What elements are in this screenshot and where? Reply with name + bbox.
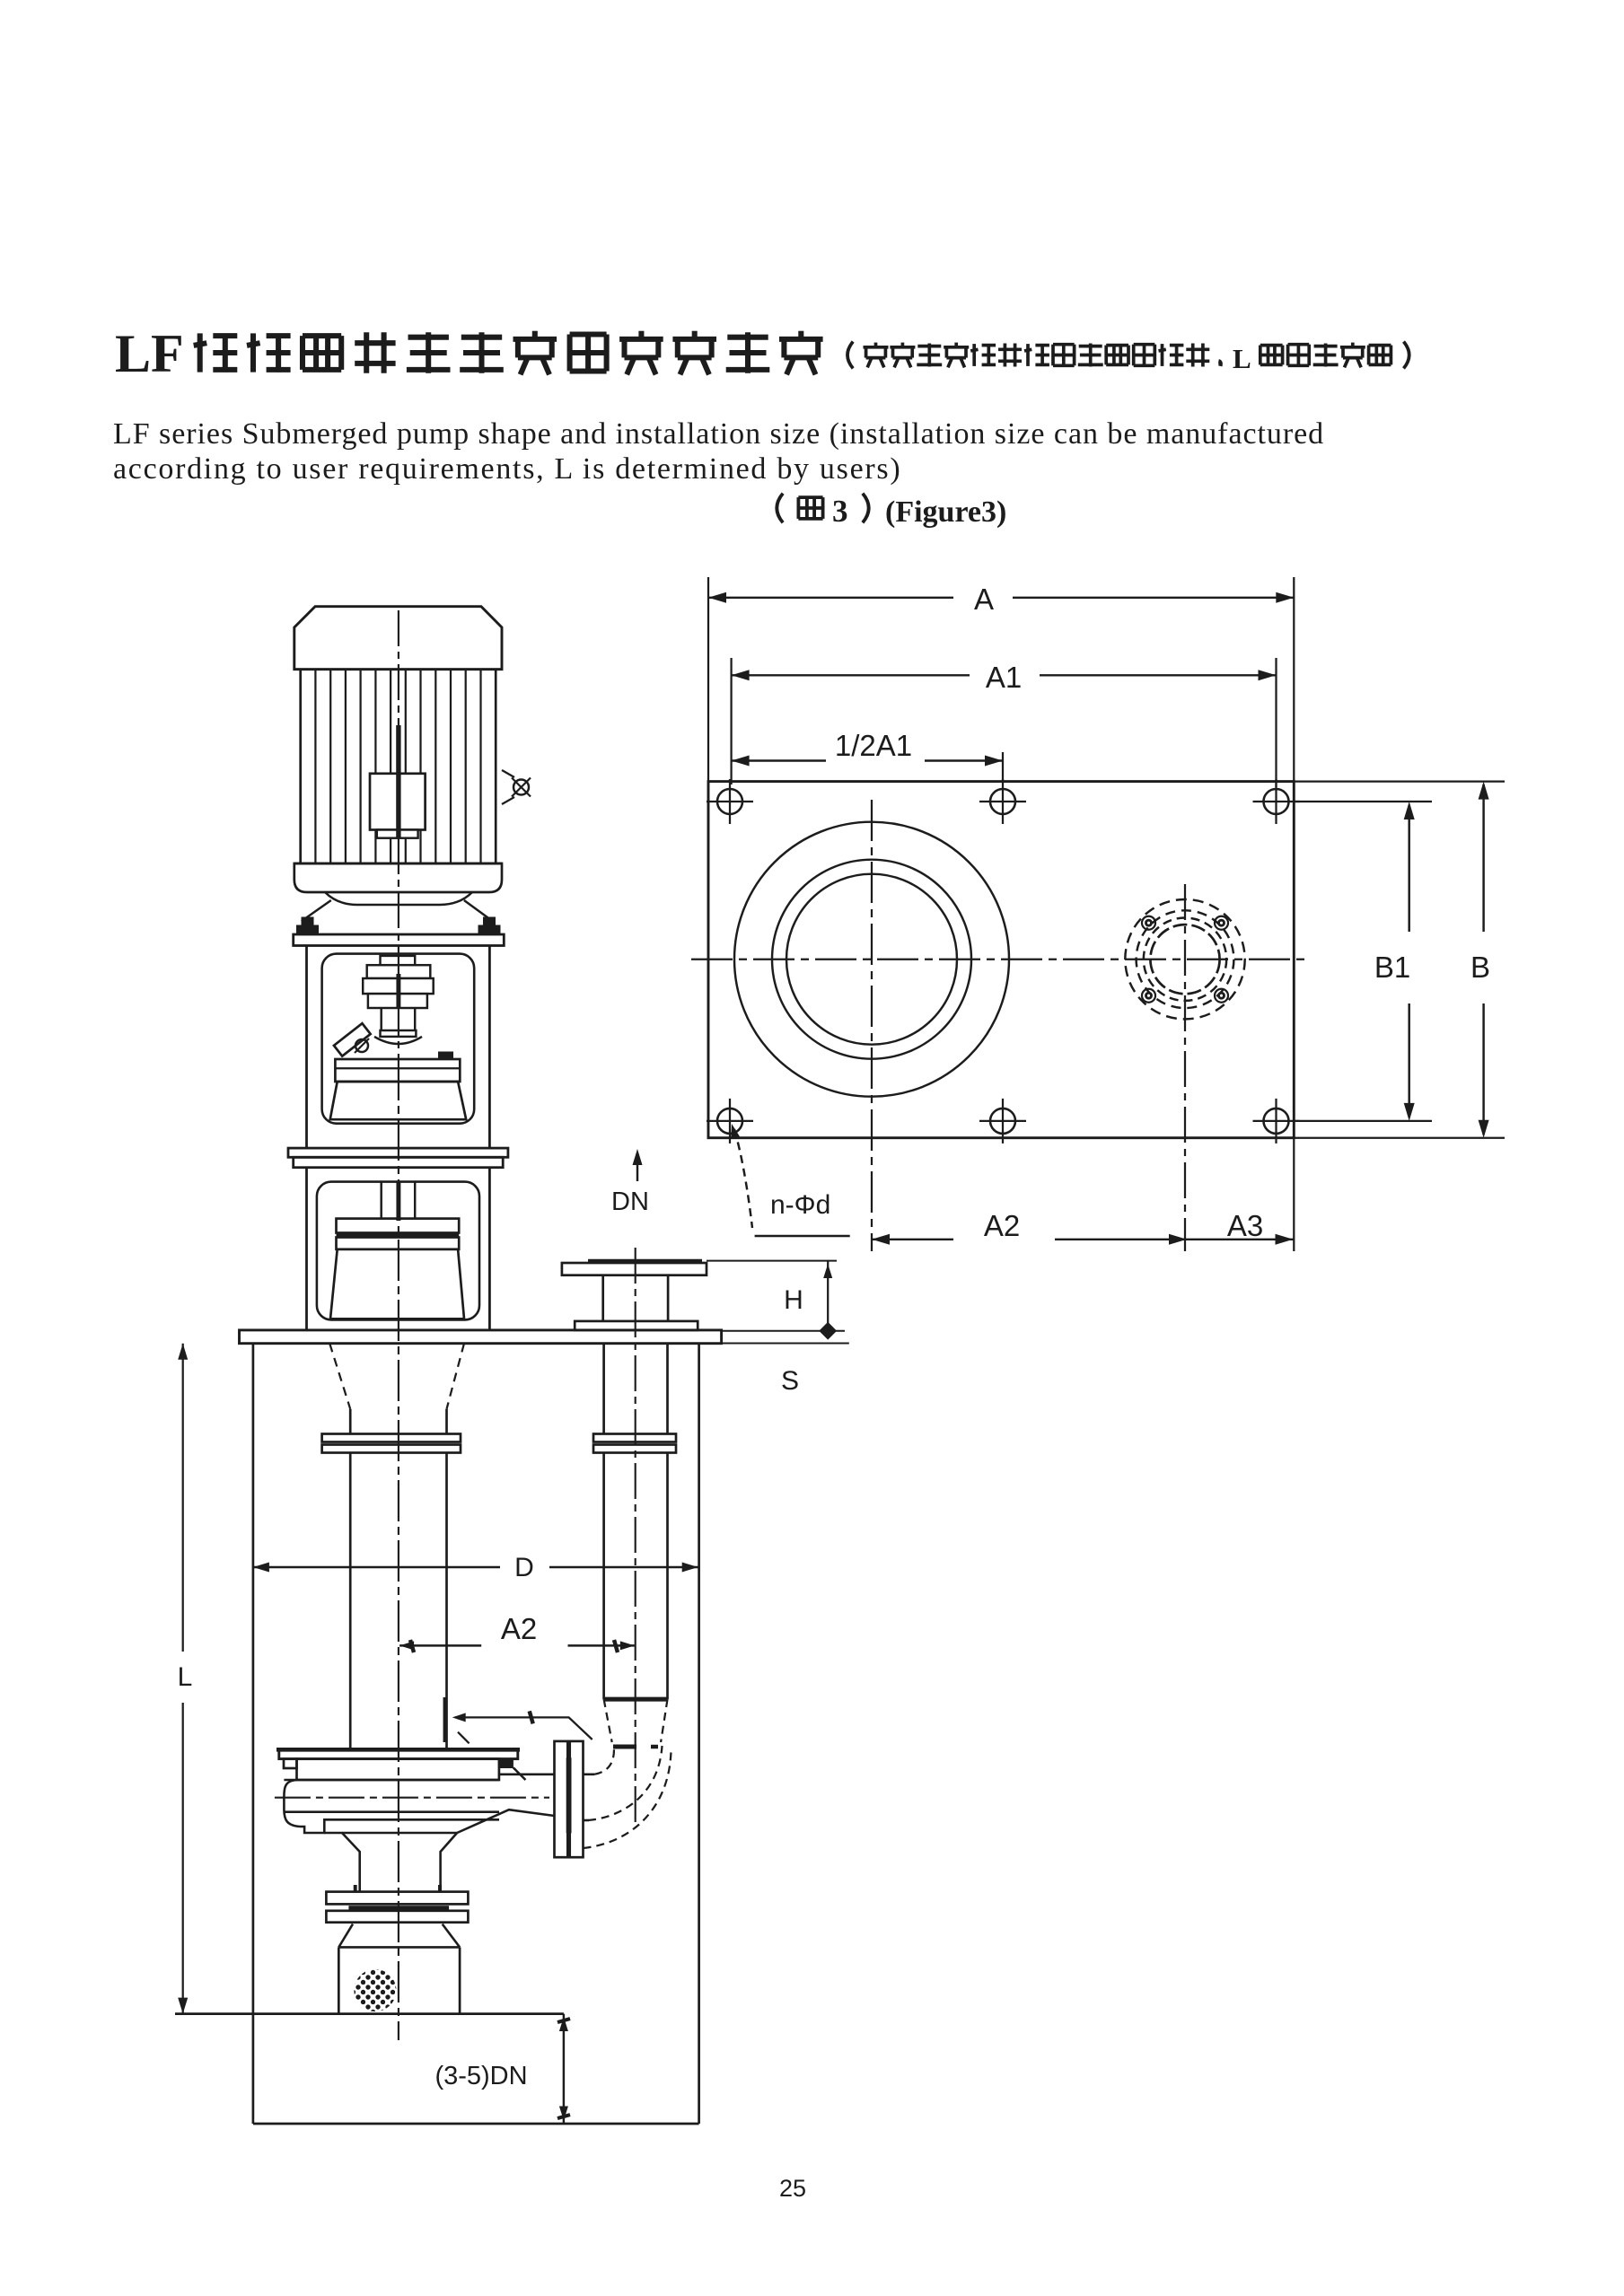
svg-text:25: 25 [779,2175,806,2202]
svg-text:A2: A2 [984,1209,1020,1242]
svg-text:n-Φd: n-Φd [770,1190,830,1220]
svg-text:L: L [178,1662,193,1692]
svg-text:H: H [784,1285,803,1315]
svg-text:DN: DN [611,1187,649,1216]
svg-text:A: A [974,583,994,616]
svg-text:B: B [1470,951,1490,984]
svg-text:(Figure3): (Figure3) [885,495,1006,529]
svg-text:L: L [1233,343,1251,374]
svg-text:(3-5)DN: (3-5)DN [435,2062,527,2090]
svg-text:3: 3 [832,494,848,529]
svg-text:1/2A1: 1/2A1 [835,729,912,762]
svg-text:according to user requirements: according to user requirements, L is det… [113,452,901,486]
svg-text:B1: B1 [1374,951,1410,984]
svg-text:D: D [514,1553,534,1582]
svg-text:S: S [781,1366,799,1396]
svg-text:A3: A3 [1227,1209,1263,1242]
svg-text:LF: LF [115,324,184,383]
svg-text:A2: A2 [501,1612,537,1645]
svg-text:LF series Submerged pump shape: LF series Submerged pump shape and insta… [113,417,1324,451]
svg-text:A1: A1 [986,661,1022,694]
